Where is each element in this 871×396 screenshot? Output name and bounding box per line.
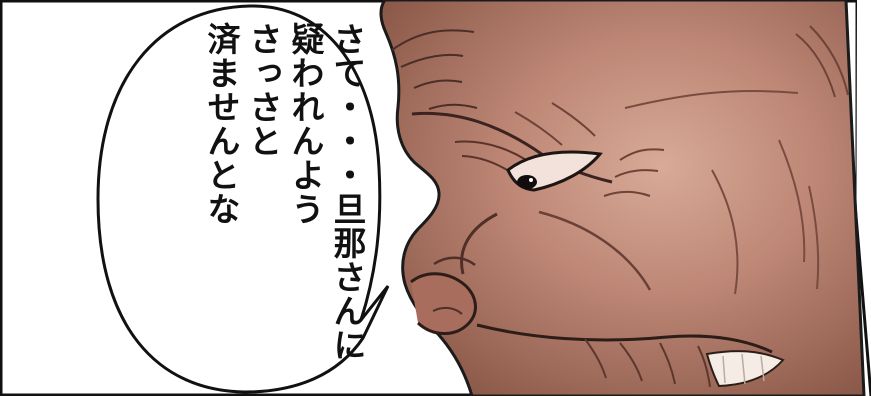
speech-line-4: 済ませんとな <box>202 22 241 226</box>
nose <box>410 272 477 335</box>
speech-bubble <box>96 4 390 394</box>
teeth <box>705 350 785 388</box>
face-silhouette <box>379 0 866 396</box>
brow-line <box>411 111 613 184</box>
eye-pupil <box>517 175 537 189</box>
speech-line-2: 疑われんよう <box>286 22 325 226</box>
speech-bubble-text: さて・・・旦那さんに 疑われんよう さっさと 済ませんとな <box>138 22 368 362</box>
mouth-line <box>476 323 773 354</box>
speech-line-3: さっさと <box>244 22 283 158</box>
speech-line-1: さて・・・旦那さんに <box>328 22 367 362</box>
